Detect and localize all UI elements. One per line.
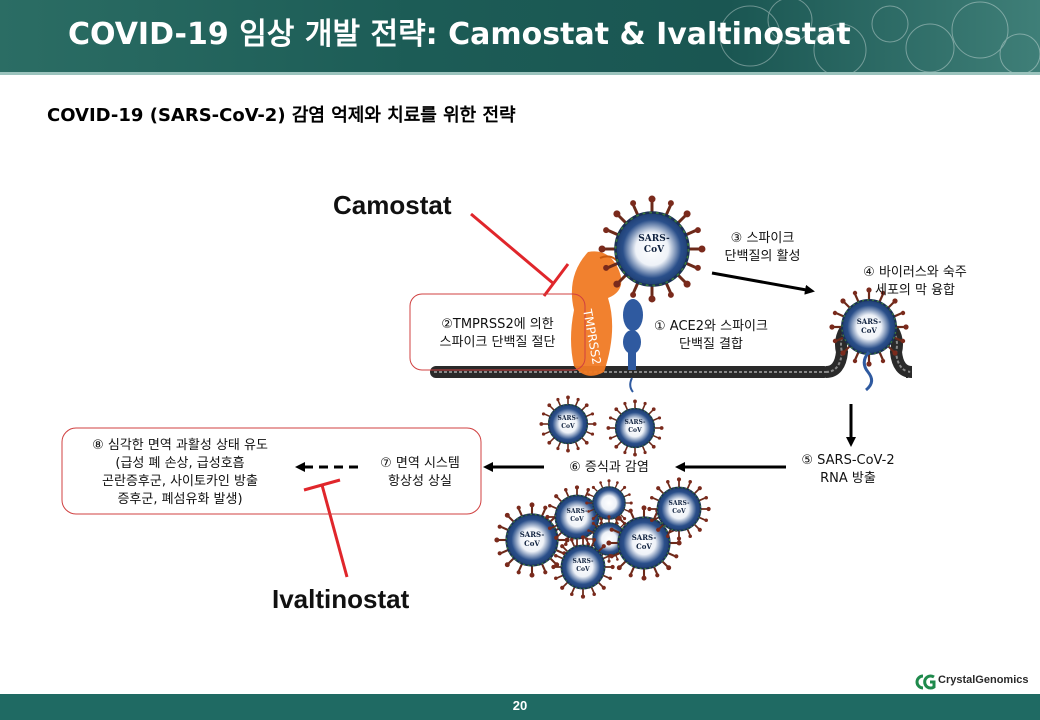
virus-label: SARS-CoV <box>557 508 597 524</box>
virus-label: SARS-CoV <box>548 415 588 431</box>
virus-label: SARS-CoV <box>849 317 889 335</box>
brand-name: CrystalGenomics <box>938 674 1028 686</box>
camostat-label: Camostat <box>333 190 451 221</box>
virus-label: SARS-CoV <box>512 530 552 548</box>
virus-label: SARS-CoV <box>634 234 674 256</box>
arrow-activation-to-fusion <box>712 273 812 291</box>
camostat-inhibition <box>471 214 568 296</box>
ace2-receptor <box>623 299 643 392</box>
step6-label: ⑥ 증식과 감염 <box>544 459 674 477</box>
virus-label: SARS-CoV <box>563 558 603 574</box>
virus-label: SARS-CoV <box>615 419 655 435</box>
virus-label: SARS-CoV <box>624 533 664 551</box>
slide-footer: 20 <box>0 694 1040 720</box>
ivaltinostat-inhibition <box>304 480 347 577</box>
virus-label: SARS-CoV <box>659 500 699 516</box>
page-number: 20 <box>0 698 1040 713</box>
ivaltinostat-label: Ivaltinostat <box>272 584 409 615</box>
released-rna <box>864 352 871 390</box>
brand-mark-icon <box>914 673 936 691</box>
